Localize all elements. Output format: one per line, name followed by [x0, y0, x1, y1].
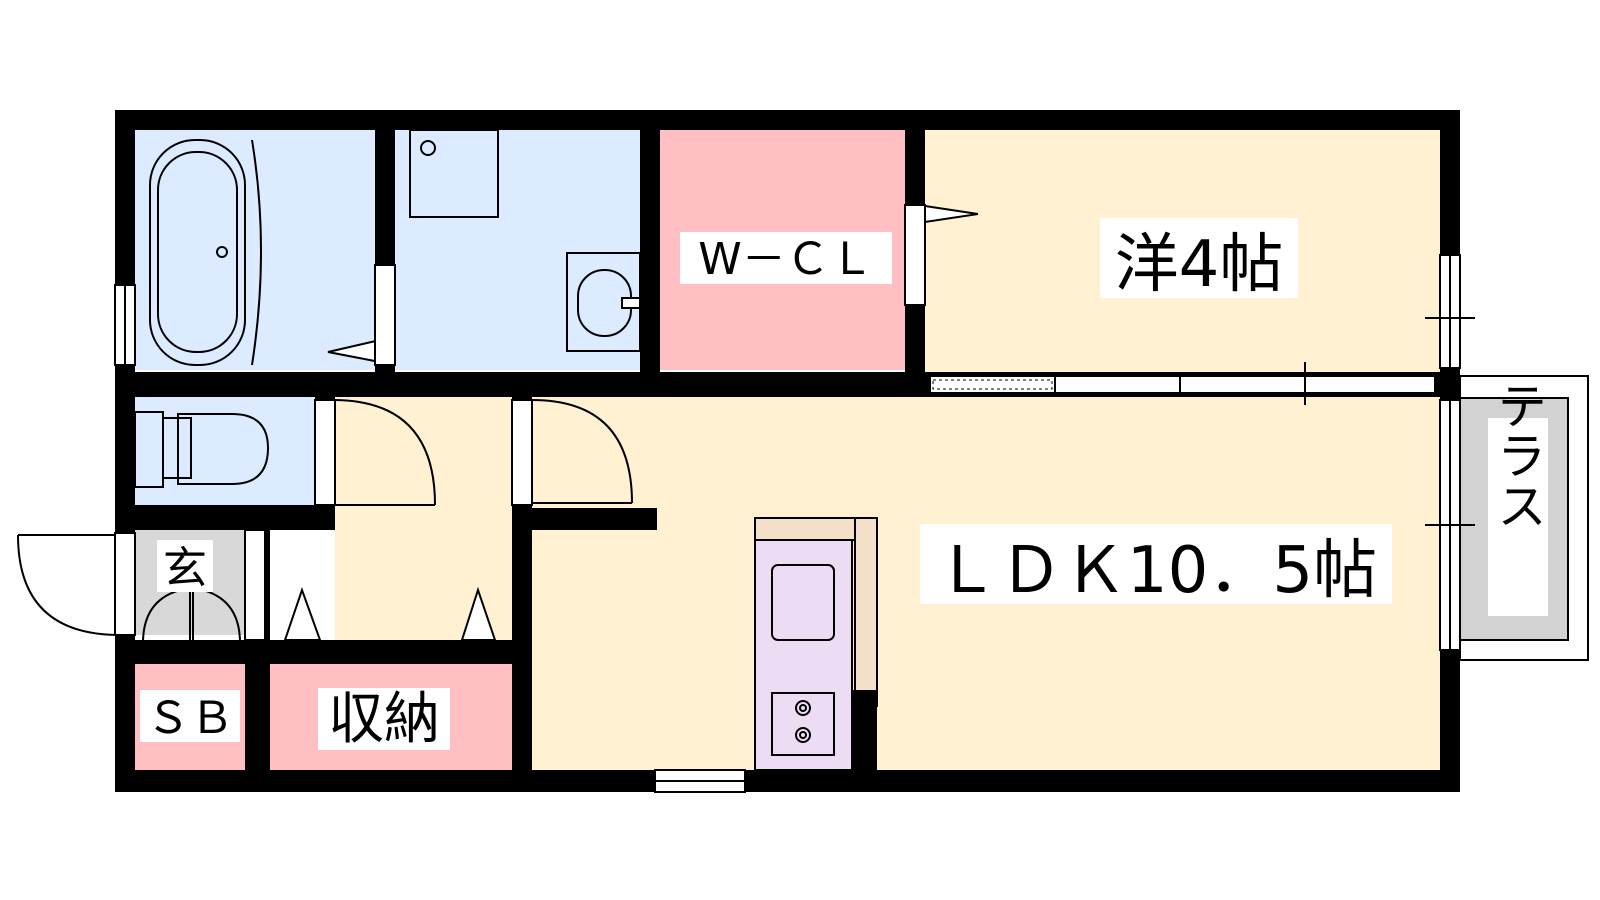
- bathtub: [149, 139, 246, 366]
- kitchen-counter: [754, 539, 853, 771]
- kitchen-counter-side: [854, 517, 878, 707]
- toilet-bowl: [177, 413, 270, 485]
- ldk-label: ＬＤＫ10．5帖: [935, 534, 1377, 608]
- western-room-label: 洋4帖: [1115, 228, 1284, 302]
- terrace-label: テラス: [1489, 380, 1547, 530]
- room-labels: W－ＣＬ 洋4帖 ＬＤＫ10．5帖 テラス 玄 ＳＢ 収納: [140, 218, 1548, 752]
- shoe-box-label: ＳＢ: [146, 693, 234, 744]
- kitchen-sink: [771, 564, 835, 641]
- storage-label: 収納: [328, 687, 440, 752]
- walk-in-closet-label: W－ＣＬ: [698, 234, 874, 285]
- hallway-floor: [335, 397, 512, 642]
- kitchen-counter-back: [754, 517, 856, 541]
- stove: [771, 692, 835, 756]
- fixtures: [17, 129, 979, 771]
- sliding-door-track: [932, 379, 1053, 390]
- terrace: [1459, 375, 1589, 661]
- bathroom-floor: [135, 130, 375, 370]
- washroom-floor: [395, 130, 640, 370]
- entrance-label: 玄: [163, 543, 207, 594]
